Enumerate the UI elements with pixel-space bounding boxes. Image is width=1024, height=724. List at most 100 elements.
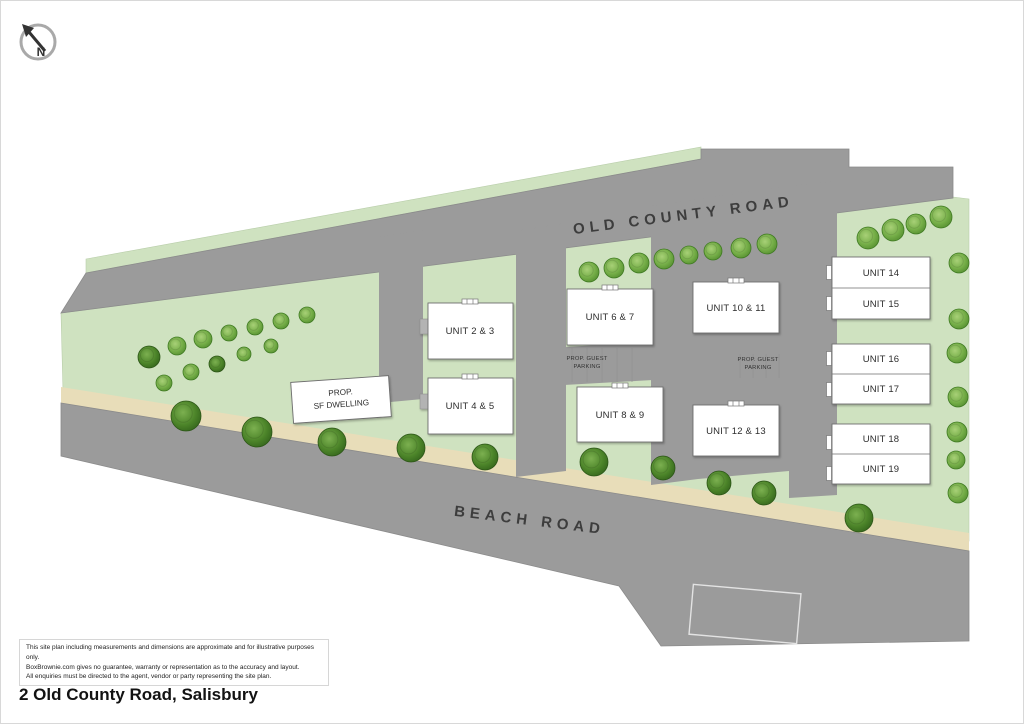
tree-icon <box>844 503 874 533</box>
guest-parking-right-line2: PARKING <box>744 365 771 371</box>
roof-vent-icon <box>826 466 832 481</box>
parking-stripes <box>571 348 780 382</box>
tree-icon <box>320 430 339 449</box>
tree-icon <box>139 347 155 363</box>
tree-icon <box>193 329 213 349</box>
unit-12-13-label: UNIT 12 & 13 <box>706 426 766 437</box>
tree-icon <box>244 419 264 439</box>
tree-icon <box>881 218 905 242</box>
tree-icon <box>300 308 311 319</box>
tree-icon <box>858 228 874 244</box>
building-unit-4-5 <box>427 377 514 435</box>
tree-icon <box>471 443 499 471</box>
sf-dwelling-label-line2: SF DWELLING <box>313 398 369 411</box>
tree-icon <box>241 416 273 448</box>
tree-icon <box>948 423 962 437</box>
tree-icon <box>653 248 675 270</box>
disclaimer-line: This site plan including measurements an… <box>26 644 314 661</box>
disclaimer-line: All enquiries must be directed to the ag… <box>26 673 272 681</box>
roof-vent-icon <box>826 435 832 450</box>
unit-15-label: UNIT 15 <box>863 299 900 310</box>
tree-icon <box>579 447 609 477</box>
tree-icon <box>210 357 221 368</box>
driveway-east <box>789 181 837 498</box>
tree-icon <box>703 241 723 261</box>
tree-icon <box>679 245 699 265</box>
tree-icon <box>756 233 778 255</box>
tree-icon <box>317 427 347 457</box>
roof-vent-icon <box>826 265 832 280</box>
guest-parking-right-line1: PROP. GUEST <box>737 357 778 363</box>
tree-icon <box>236 346 252 362</box>
tree-icon <box>856 226 880 250</box>
tree-icon <box>758 235 772 249</box>
beach-road-surface <box>60 402 970 647</box>
tree-icon <box>263 338 279 354</box>
tree-icon <box>929 205 953 229</box>
tree-icon <box>681 247 694 260</box>
guest-parking-left-line2: PARKING <box>573 364 600 370</box>
roof-vent-icon <box>461 298 479 305</box>
tree-icon <box>220 324 238 342</box>
tree-icon <box>137 345 161 369</box>
tree-icon <box>208 355 226 373</box>
tree-icon <box>751 480 777 506</box>
old-county-road-surface <box>60 148 954 314</box>
tree-icon <box>155 374 173 392</box>
tree-icon <box>238 348 248 358</box>
tree-icon <box>947 386 969 408</box>
tree-icon <box>732 239 746 253</box>
unit-18-label: UNIT 18 <box>863 434 900 445</box>
tree-icon <box>706 470 732 496</box>
tree-icon <box>157 376 168 387</box>
tree-icon <box>605 259 619 273</box>
pad-outline <box>688 583 802 645</box>
building-unit-8-9 <box>576 386 664 443</box>
sidewalk-strip <box>61 387 969 553</box>
tree-icon <box>730 237 752 259</box>
disclaimer-box: This site plan including measurements an… <box>19 639 329 686</box>
tree-icon <box>396 433 426 463</box>
roof-vent-icon <box>461 373 479 380</box>
tree-icon <box>603 257 625 279</box>
unit-16-label: UNIT 16 <box>863 354 900 365</box>
tree-icon <box>949 388 963 402</box>
tree-icon <box>847 506 866 525</box>
tree-icon <box>754 483 770 499</box>
tree-icon <box>169 338 182 351</box>
tree-icon <box>274 314 285 325</box>
unit-2-3-label: UNIT 2 & 3 <box>446 326 495 337</box>
unit-14-label: UNIT 14 <box>863 268 900 279</box>
tree-icon <box>248 320 259 331</box>
tree-icon <box>655 250 669 264</box>
tree-icon <box>578 261 600 283</box>
tree-icon <box>946 421 968 443</box>
building-sf-dwelling <box>290 375 392 424</box>
tree-icon <box>907 215 921 229</box>
tree-icon <box>705 243 718 256</box>
roof-vent-icon <box>727 400 745 407</box>
tree-icon <box>946 450 966 470</box>
tree-icon <box>167 336 187 356</box>
tree-icon <box>948 308 970 330</box>
roof-vent-icon <box>611 382 629 389</box>
tree-icon <box>184 365 195 376</box>
sf-dwelling-label-line1: PROP. <box>328 387 353 398</box>
tree-icon <box>948 252 970 274</box>
tree-icon <box>947 482 969 504</box>
tree-icon <box>946 342 968 364</box>
tree-icon <box>650 455 676 481</box>
tree-icon <box>195 331 208 344</box>
tree-icon <box>931 207 947 223</box>
tree-icon <box>170 400 202 432</box>
tree-icon <box>883 220 899 236</box>
disclaimer-line: BoxBrownie.com gives no guarantee, warra… <box>26 663 300 671</box>
building-unit-2-3 <box>427 302 514 360</box>
roof-vents <box>461 265 832 481</box>
roof-vent-icon <box>826 351 832 366</box>
guest-parking-pad-left <box>564 342 653 385</box>
roof-vent-icon <box>727 277 745 284</box>
tree-icon <box>173 403 193 423</box>
page-title: 2 Old County Road, Salisbury <box>19 685 258 704</box>
